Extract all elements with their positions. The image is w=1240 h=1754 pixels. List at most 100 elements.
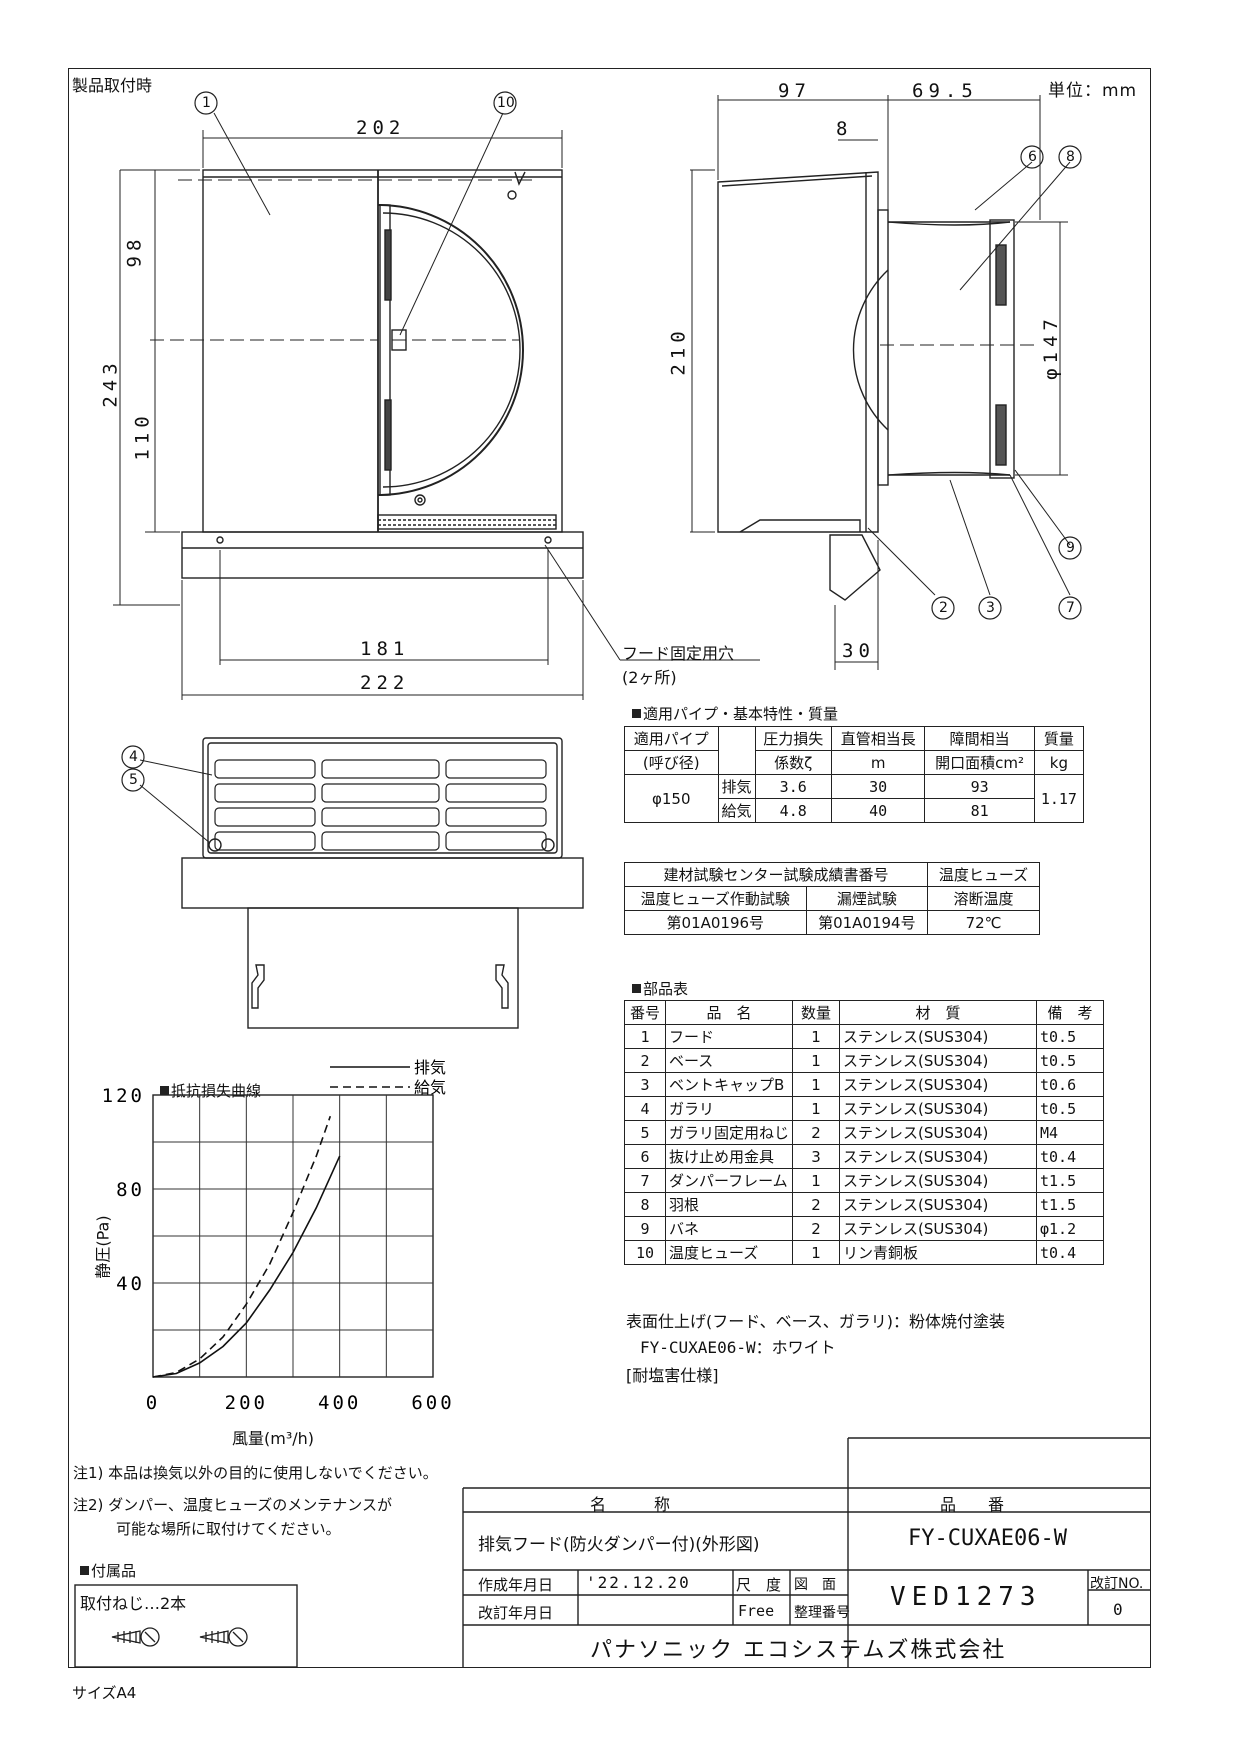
y-tick-label: 80 xyxy=(116,1179,145,1201)
parts-no: 6 xyxy=(624,1144,666,1169)
dim-97: 97 xyxy=(778,80,811,102)
spec-title: 適用パイプ・基本特性・質量 xyxy=(632,703,838,724)
finish-note: 表面仕上げ(フード、ベース、ガラリ)：粉体焼付塗装 xyxy=(626,1312,1006,1331)
x-tick-label: 600 xyxy=(411,1392,454,1414)
front-view xyxy=(113,112,760,700)
test-h1: 建材試験センター試験成績書番号 xyxy=(623,862,929,887)
note-2b: 可能な場所に取付けてください。 xyxy=(116,1520,341,1538)
spec-h-pipe2: (呼び径) xyxy=(624,750,719,775)
note-1: 注1) 本品は換気以外の目的に使用しないでください。 xyxy=(73,1464,438,1482)
tb-name-label: 名 称 xyxy=(590,1495,671,1514)
y-tick-label: 40 xyxy=(116,1273,145,1295)
legend-label: 給気 xyxy=(414,1078,446,1097)
parts-name: ガラリ固定用ねじ xyxy=(665,1120,793,1145)
parts-no: 9 xyxy=(624,1216,666,1241)
tb-product-no: FY-CUXAE06-W xyxy=(908,1526,1067,1551)
series-line-0 xyxy=(152,1155,341,1378)
parts-remark: t1.5 xyxy=(1036,1192,1104,1217)
color-note: FY-CUXAE06-W：ホワイト xyxy=(640,1338,836,1357)
spec-pipe: φ150 xyxy=(624,774,719,823)
parts-name: ベース xyxy=(665,1048,793,1073)
parts-material: ステンレス(SUS304) xyxy=(839,1216,1037,1241)
test-v1: 第01A0196号 xyxy=(624,910,807,935)
x-tick-label: 400 xyxy=(318,1392,361,1414)
hood-hole-label: フード固定用穴 xyxy=(622,644,735,663)
callout-10: 10 xyxy=(497,95,515,111)
parts-no: 7 xyxy=(624,1168,666,1193)
callout-1: 1 xyxy=(202,95,211,111)
parts-material: ステンレス(SUS304) xyxy=(839,1072,1037,1097)
test-v2: 第01A0194号 xyxy=(805,910,929,935)
parts-no: 10 xyxy=(624,1240,666,1265)
spec-h-zeta: 係数ζ xyxy=(754,750,832,775)
spec-h-mass: 質量 xyxy=(1033,726,1085,751)
salt-note: [耐塩害仕様] xyxy=(626,1366,719,1385)
callout-2: 2 xyxy=(939,600,948,616)
spec-table: 適用パイプ 圧力損失 直管相当長 障間相当 質量 (呼び径) 係数ζ m 開口面… xyxy=(624,726,1085,823)
parts-qty: 1 xyxy=(792,1240,840,1265)
parts-name: 温度ヒューズ xyxy=(665,1240,793,1265)
parts-name: フード xyxy=(665,1024,793,1049)
drawing-frame xyxy=(68,68,1151,1668)
legend-label: 排気 xyxy=(414,1058,446,1077)
grille-view xyxy=(139,737,584,1029)
callout-6: 6 xyxy=(1028,149,1037,165)
parts-qty: 1 xyxy=(792,1024,840,1049)
chart-xlabel: 風量(m³/h) xyxy=(232,1429,315,1448)
parts-name: 抜け止め用金具 xyxy=(665,1144,793,1169)
parts-title: 部品表 xyxy=(632,978,688,999)
parts-name: バネ xyxy=(665,1216,793,1241)
spec-mass: 1.17 xyxy=(1033,774,1085,823)
tb-created: '22.12.20 xyxy=(586,1573,691,1592)
tb-revised-label: 改訂年月日 xyxy=(478,1604,554,1622)
note-2: 注2) ダンパー、温度ヒューズのメンテナンスが xyxy=(73,1496,392,1514)
parts-material: ステンレス(SUS304) xyxy=(839,1168,1037,1193)
parts-material: ステンレス(SUS304) xyxy=(839,1120,1037,1145)
x-tick-label: 200 xyxy=(225,1392,268,1414)
parts-remark: t0.5 xyxy=(1036,1048,1104,1073)
spec-h-area: 開口面積cm² xyxy=(924,750,1035,775)
spec-h-kg: kg xyxy=(1033,750,1085,775)
tb-company: パナソニック エコシステムズ株式会社 xyxy=(590,1638,1007,1663)
series-line-1 xyxy=(152,1115,332,1378)
parts-h-remark: 備 考 xyxy=(1036,1000,1104,1025)
spec-h-length: 直管相当長 xyxy=(830,726,926,751)
header-title: 製品取付時 xyxy=(72,76,153,95)
hood-hole-note: (2ヶ所) xyxy=(622,668,677,687)
parts-remark: M4 xyxy=(1036,1120,1104,1145)
callout-3: 3 xyxy=(986,600,995,616)
unit-label: 単位：mm xyxy=(1048,81,1138,101)
tb-scale: Free xyxy=(738,1602,775,1620)
parts-material: ステンレス(SUS304) xyxy=(839,1096,1037,1121)
tb-rev-label: 改訂NO. xyxy=(1090,1576,1144,1592)
side-view xyxy=(690,95,1071,670)
test-h5: 溶断温度 xyxy=(927,886,1040,911)
test-h2: 温度ヒューズ xyxy=(927,862,1040,887)
x-tick-label: 0 xyxy=(146,1392,160,1414)
y-tick-label: 120 xyxy=(102,1085,145,1107)
parts-qty: 3 xyxy=(792,1144,840,1169)
callout-9: 9 xyxy=(1066,540,1075,556)
parts-no: 5 xyxy=(624,1120,666,1145)
dim-202: 202 xyxy=(356,117,406,139)
footer-size: サイズA4 xyxy=(72,1684,137,1702)
dim-30: 30 xyxy=(842,640,875,662)
tb-rev: 0 xyxy=(1113,1600,1123,1619)
parts-remark: t1.5 xyxy=(1036,1168,1104,1193)
spec-area: 93 xyxy=(924,774,1035,799)
tb-product-name: 排気フード(防火ダンパー付)(外形図) xyxy=(478,1535,760,1555)
test-table: 建材試験センター試験成績書番号 温度ヒューズ 温度ヒューズ作動試験 漏煙試験 溶… xyxy=(623,862,1040,935)
tb-drawing-label1: 図 面 xyxy=(794,1577,836,1593)
chart-ylabel: 静圧(Pa) xyxy=(93,1215,113,1279)
test-h3: 温度ヒューズ作動試験 xyxy=(624,886,807,911)
callout-7: 7 xyxy=(1066,600,1075,616)
parts-remark: t0.4 xyxy=(1036,1240,1104,1265)
accessories-item: 取付ねじ…2本 xyxy=(80,1594,187,1613)
callout-8: 8 xyxy=(1066,149,1075,165)
test-v3: 72℃ xyxy=(927,910,1040,935)
tb-no-label: 品 番 xyxy=(940,1495,1005,1514)
